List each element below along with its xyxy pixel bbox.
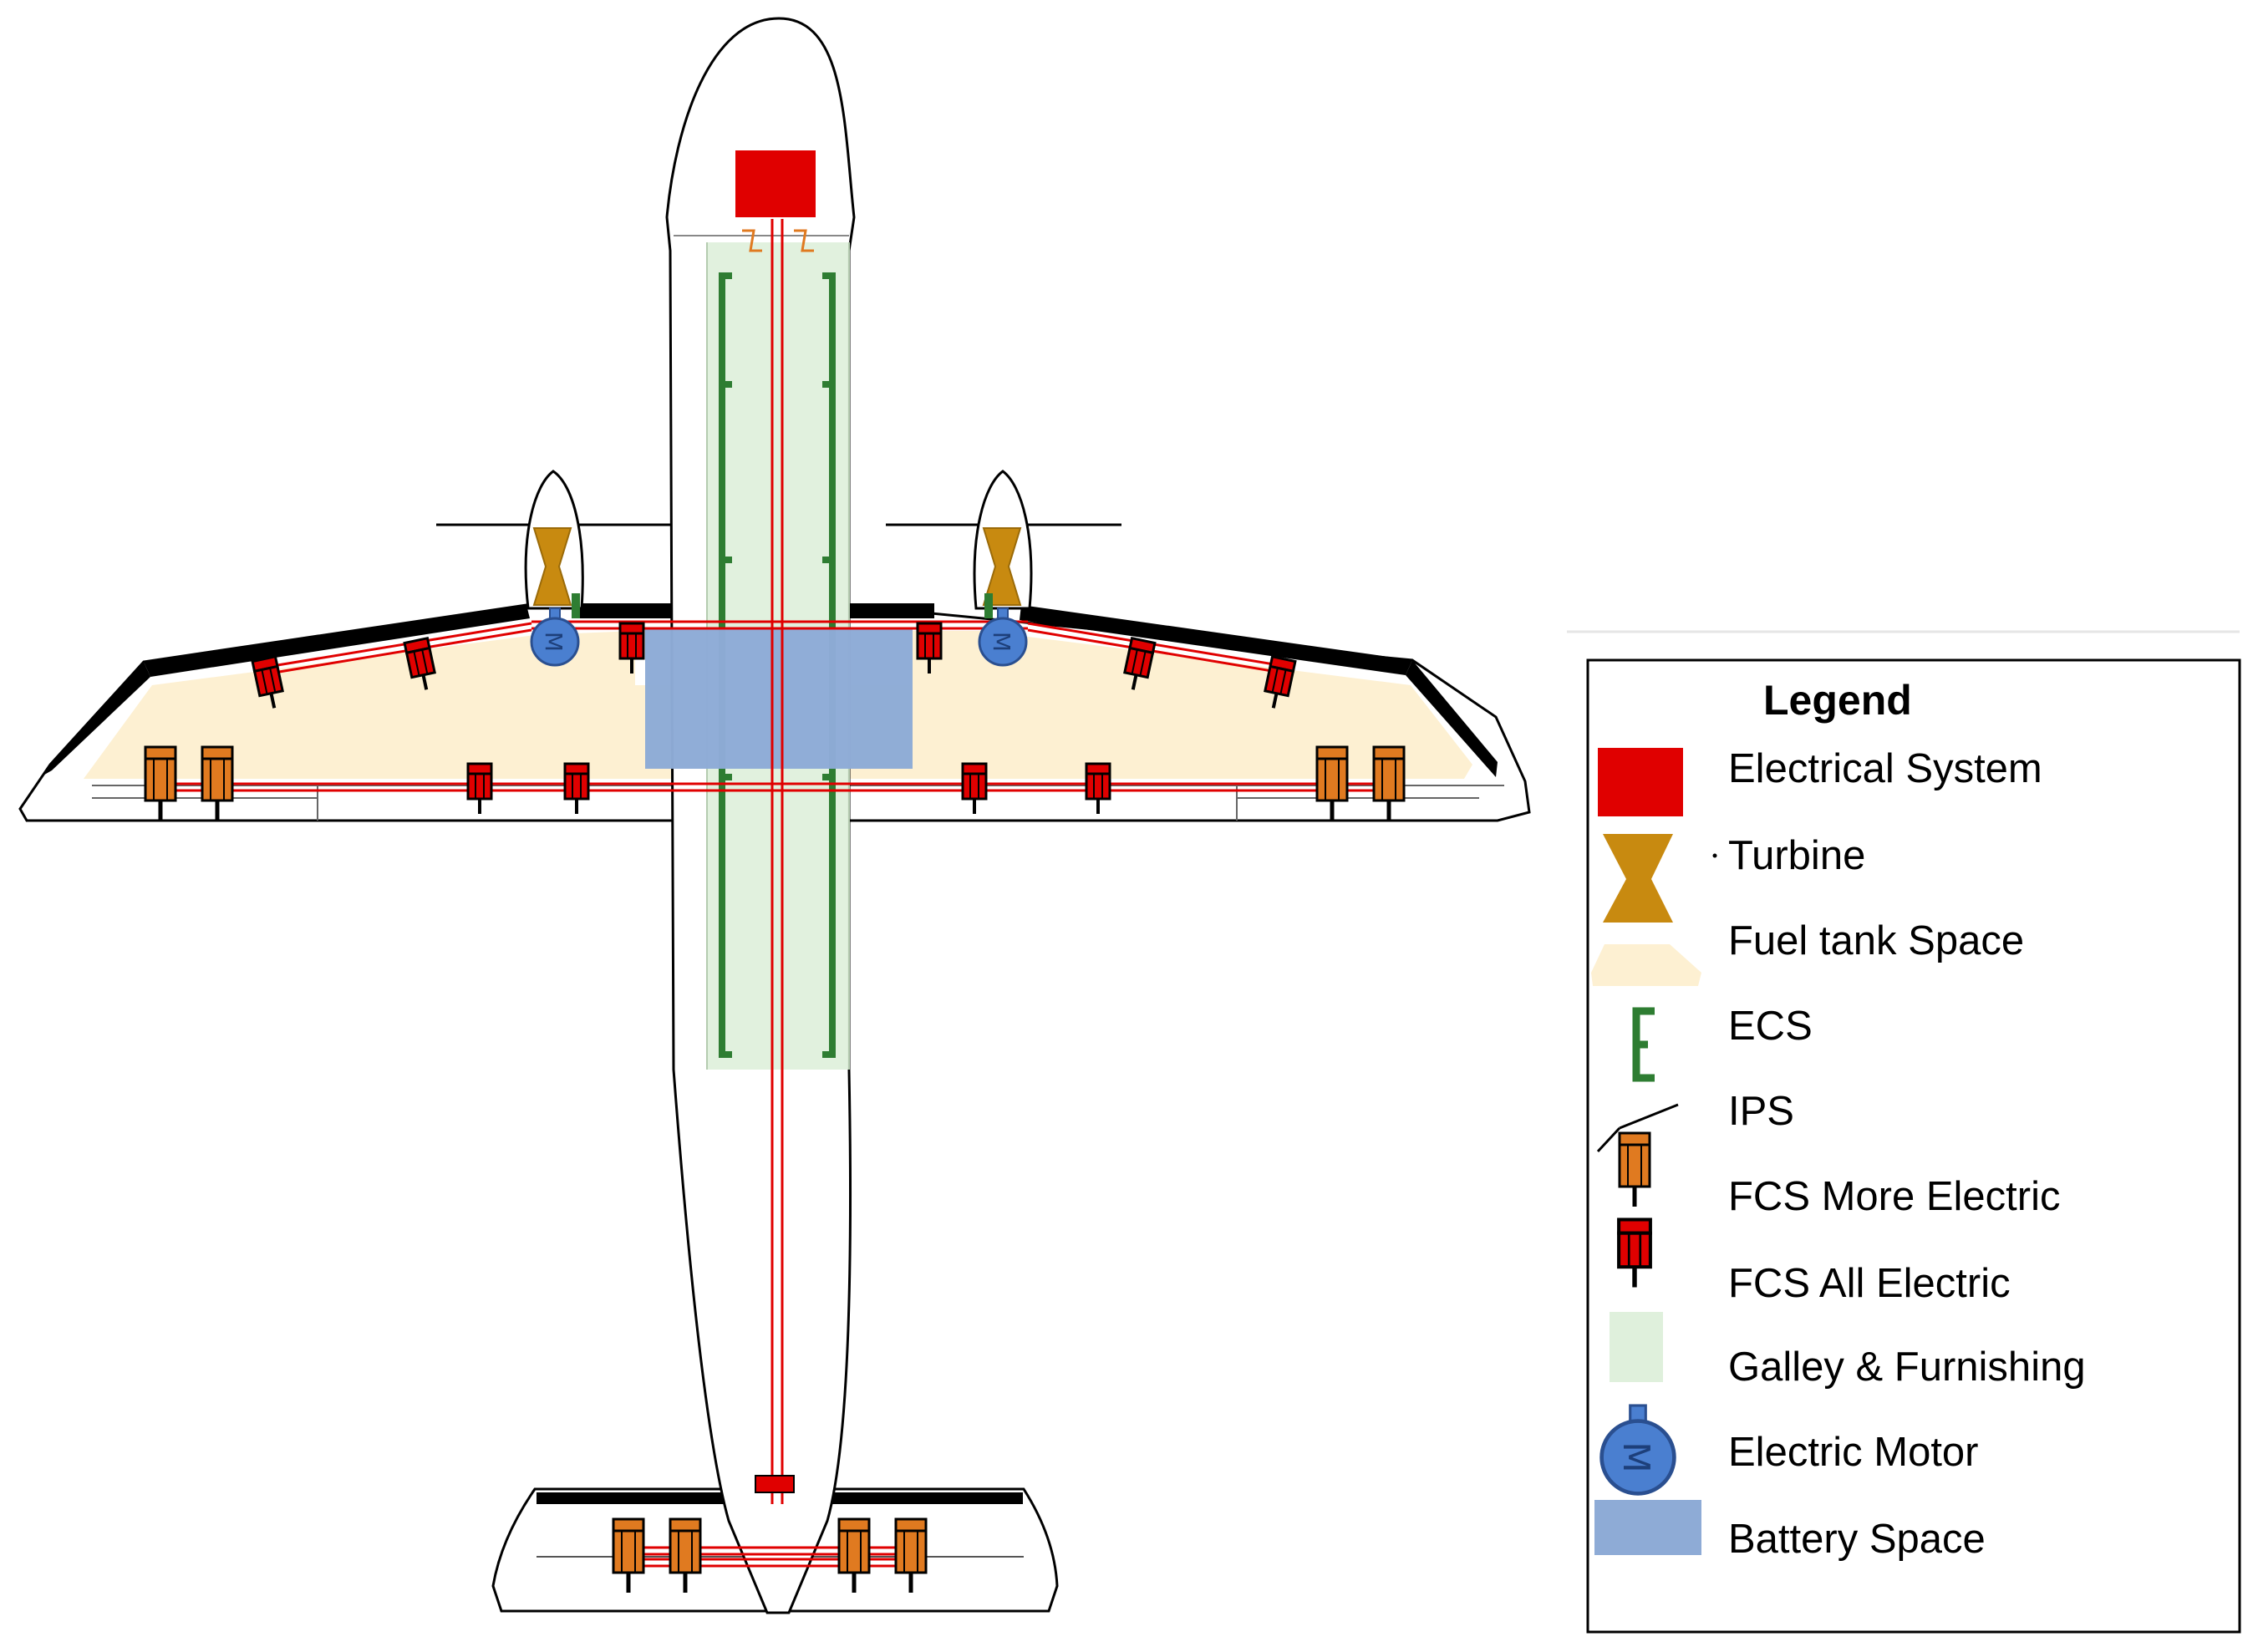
ips-leading-edge-right-outer bbox=[1406, 660, 1498, 777]
legend-label-galley-furnishing: Galley & Furnishing bbox=[1728, 1344, 2086, 1390]
left-engine-nacelle bbox=[436, 470, 670, 618]
legend-label-turbine: Turbine bbox=[1728, 833, 1865, 878]
nose-fcs-actuators bbox=[742, 229, 814, 252]
fcs-all-electric-actuators bbox=[251, 622, 1297, 1493]
legend-label-battery-space: Battery Space bbox=[1728, 1517, 1986, 1562]
ecs-bracket-icon bbox=[1632, 1007, 1655, 1082]
battery-space-icon bbox=[1594, 1500, 1701, 1555]
electrical-wiring bbox=[159, 219, 1387, 1568]
tail-ips-right bbox=[804, 1492, 1023, 1504]
fuel-tank-icon bbox=[1591, 944, 1701, 986]
legend-label-fuel-tank: Fuel tank Space bbox=[1728, 918, 2024, 963]
right-engine-nacelle bbox=[886, 470, 1121, 618]
tail-ips-left bbox=[537, 1492, 755, 1504]
legend-title: Legend bbox=[1763, 677, 1912, 724]
electrical-system-icon bbox=[1598, 748, 1683, 816]
turbine-icon bbox=[1603, 834, 1673, 923]
ips-root-right bbox=[844, 603, 934, 618]
ips-leading-edge-left-outer bbox=[40, 662, 150, 777]
legend: Legend Electrical System Turbine Fuel ta… bbox=[1586, 658, 2241, 1634]
legend-label-electric-motor: Electric Motor bbox=[1728, 1430, 1979, 1475]
ips-line-icon bbox=[1596, 1103, 1679, 1153]
legend-label-ecs: ECS bbox=[1728, 1004, 1813, 1049]
stray-dot bbox=[1712, 853, 1717, 858]
legend-label-electrical-system: Electrical System bbox=[1728, 746, 2042, 791]
legend-box bbox=[1586, 658, 2241, 1634]
legend-label-ips: IPS bbox=[1728, 1089, 1794, 1134]
battery-space bbox=[645, 628, 913, 769]
galley-furnishing-icon bbox=[1610, 1312, 1663, 1382]
legend-label-fcs-all-electric: FCS All Electric bbox=[1728, 1261, 2011, 1306]
legend-label-fcs-more-electric: FCS More Electric bbox=[1728, 1174, 2061, 1219]
aircraft-top-view bbox=[18, 17, 1531, 1614]
ips-leading-edge-left bbox=[144, 605, 530, 677]
electrical-system-box bbox=[735, 150, 816, 217]
ips-leading-edge-right bbox=[1020, 605, 1412, 675]
